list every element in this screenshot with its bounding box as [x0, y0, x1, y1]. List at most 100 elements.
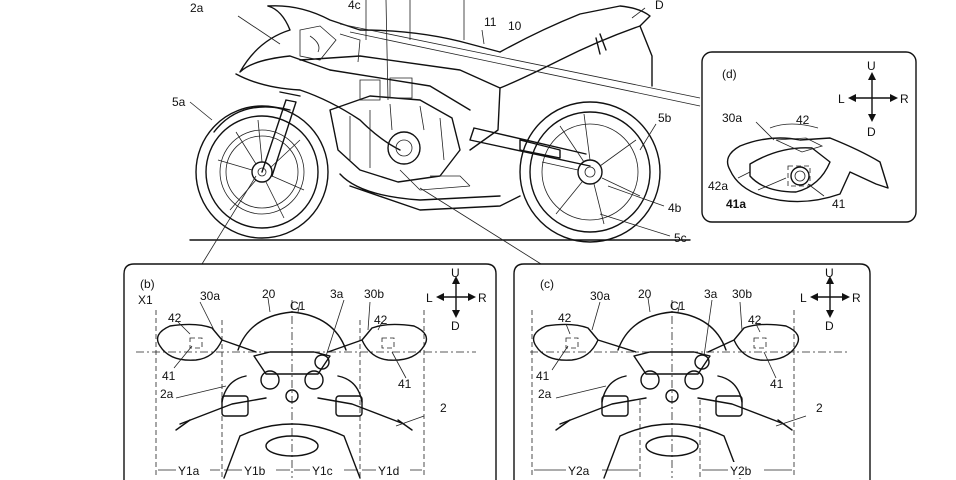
mirror-d: [726, 121, 889, 203]
label-b-X1: X1: [138, 293, 153, 307]
left-fork-cap-c: [640, 370, 660, 390]
rear-wheel: [519, 101, 661, 243]
panel-d-leaders: [737, 121, 825, 197]
left-sensor-41-b: [189, 337, 203, 349]
engine: [329, 77, 461, 183]
label-5b: 5b: [658, 111, 672, 125]
leader-lines: [365, 0, 485, 101]
levers-b: [221, 375, 363, 403]
label-b-20: 20: [262, 287, 276, 301]
mirror-42: [775, 137, 824, 153]
label-d-30a: 30a: [722, 111, 742, 125]
panel-b: (b) U D L R: [123, 263, 497, 480]
rear-stay: [595, 33, 607, 55]
windscreen-20-b: [237, 311, 347, 351]
exhaust: [339, 173, 521, 211]
label-b-C1: C1: [290, 299, 306, 313]
panel-d-frame: [701, 51, 917, 223]
steering-nut-c: [665, 389, 679, 403]
left-switch-c: [601, 395, 629, 417]
leader-5a: [189, 101, 213, 121]
right-switch-b: [335, 395, 363, 417]
tail-section: [499, 5, 651, 89]
callout-b: [201, 175, 257, 265]
left-sensor-41-c: [565, 337, 579, 349]
left-mirror-b: [156, 323, 257, 361]
panel-c: (c) U D L R: [513, 263, 871, 480]
label-c-30a: 30a: [590, 289, 610, 303]
dim-Y2b: Y2b: [730, 464, 752, 478]
label-c-42-left: 42: [558, 311, 572, 325]
front-fender: [213, 106, 291, 133]
fuel-tank-top: [267, 5, 501, 53]
dim-Y1d: Y1d: [378, 464, 399, 478]
label-4b: 4b: [668, 201, 682, 215]
fuel-tank-b: [223, 423, 361, 479]
compass-c-right: R: [852, 291, 861, 305]
label-c-20: 20: [638, 287, 652, 301]
compass-d-down: D: [867, 125, 876, 139]
license-bracket: [639, 25, 653, 87]
compass-d-up: U: [867, 59, 876, 73]
label-c-30b: 30b: [732, 287, 752, 301]
label-10: 10: [508, 19, 522, 33]
label-D-top: D: [655, 0, 664, 12]
footpeg-area: [399, 169, 471, 191]
levers-c: [601, 375, 743, 403]
label-c-41-left: 41: [536, 369, 550, 383]
label-d-42: 42: [796, 113, 810, 127]
panel-d-title: (d): [722, 67, 737, 81]
leader-D: [631, 7, 646, 19]
panel-b-title: (b): [140, 277, 155, 291]
label-b-30b: 30b: [364, 287, 384, 301]
label-b-42-left: 42: [168, 311, 182, 325]
compass-b-down: D: [451, 319, 460, 333]
label-c-2a: 2a: [538, 387, 552, 401]
panel-c-leaders: [551, 297, 807, 427]
panel-b-leaders: [173, 297, 425, 427]
compass-b: U D L R: [426, 266, 487, 333]
compass-b-right: R: [478, 291, 487, 305]
label-b-30a: 30a: [200, 289, 220, 303]
label-5a: 5a: [172, 95, 186, 109]
left-switch-b: [221, 395, 249, 417]
reservoir-3a-c: [694, 354, 710, 370]
label-b-42-right: 42: [374, 313, 388, 327]
compass-c-down: D: [825, 319, 834, 333]
callout-d2: [349, 31, 701, 107]
instrument-b: [253, 351, 331, 375]
label-c-41-right: 41: [770, 377, 784, 391]
label-b-2a: 2a: [160, 387, 174, 401]
label-c-42-right: 42: [748, 313, 762, 327]
compass-d-left: L: [838, 92, 845, 106]
compass-c-up: U: [825, 266, 834, 280]
fuel-tank-c: [603, 423, 741, 479]
dim-Y2a: Y2a: [568, 464, 590, 478]
label-11: 11: [484, 15, 497, 29]
dim-bg-b3: [310, 462, 344, 478]
steering-nut-b: [285, 389, 299, 403]
label-b-41-right: 41: [398, 377, 412, 391]
right-mirror-b: [327, 323, 428, 361]
compass-c-left: L: [800, 291, 807, 305]
label-d-41a: 41a: [726, 197, 746, 211]
reservoir-3a-b: [314, 354, 330, 370]
motorcycle-side-view: 2a 4c 11 10 D 5a 5b 4b 5c: [172, 0, 701, 265]
dim-bg-b1: [176, 462, 210, 478]
dim-bg-c2: [728, 462, 764, 478]
front-fork: [261, 91, 301, 177]
right-switch-c: [715, 395, 743, 417]
panel-b-frame: [123, 263, 497, 480]
right-sensor-41-c: [753, 337, 767, 349]
dim-bg-c1: [566, 462, 602, 478]
handlebars-c: [559, 397, 785, 425]
compass-c: U D L R: [800, 266, 861, 333]
dim-Y1b: Y1b: [244, 464, 266, 478]
handlebar-detail: [299, 25, 361, 63]
swingarm: [469, 127, 591, 167]
sensor-41a-region: [787, 165, 811, 187]
right-sensor-41-b: [381, 337, 395, 349]
handlebars-b: [179, 397, 405, 425]
